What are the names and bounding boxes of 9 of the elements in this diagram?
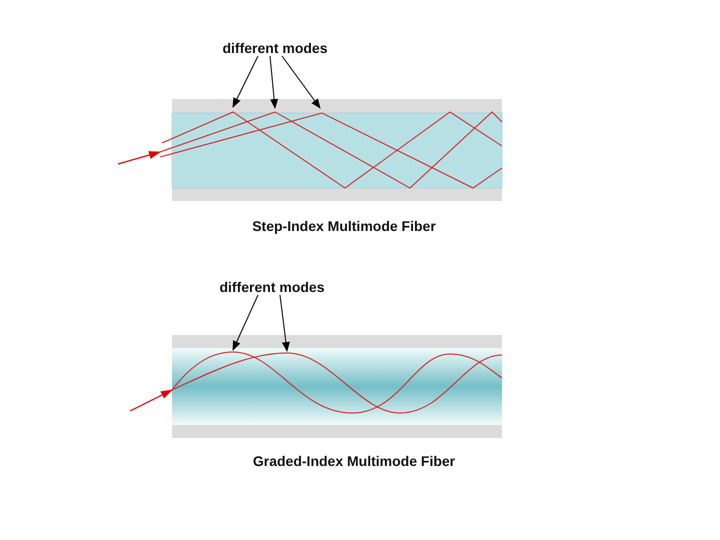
leader-line [232,294,258,351]
figure-caption: Step-Index Multimode Fiber [252,218,436,234]
leader-line [232,56,258,108]
leader-line [280,294,290,352]
callout-text: different modes [218,279,326,295]
figure-caption: Graded-Index Multimode Fiber [252,453,456,469]
leader-line [282,56,321,109]
callout-text: different modes [220,40,330,56]
leader-line [270,56,278,109]
